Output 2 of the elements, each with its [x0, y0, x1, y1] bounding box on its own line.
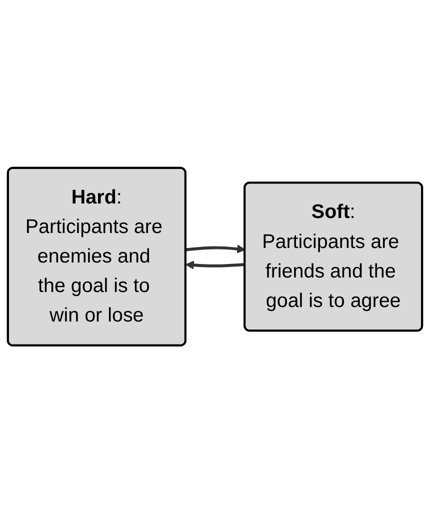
arrow: [186, 260, 246, 270]
arrow: [186, 244, 246, 254]
